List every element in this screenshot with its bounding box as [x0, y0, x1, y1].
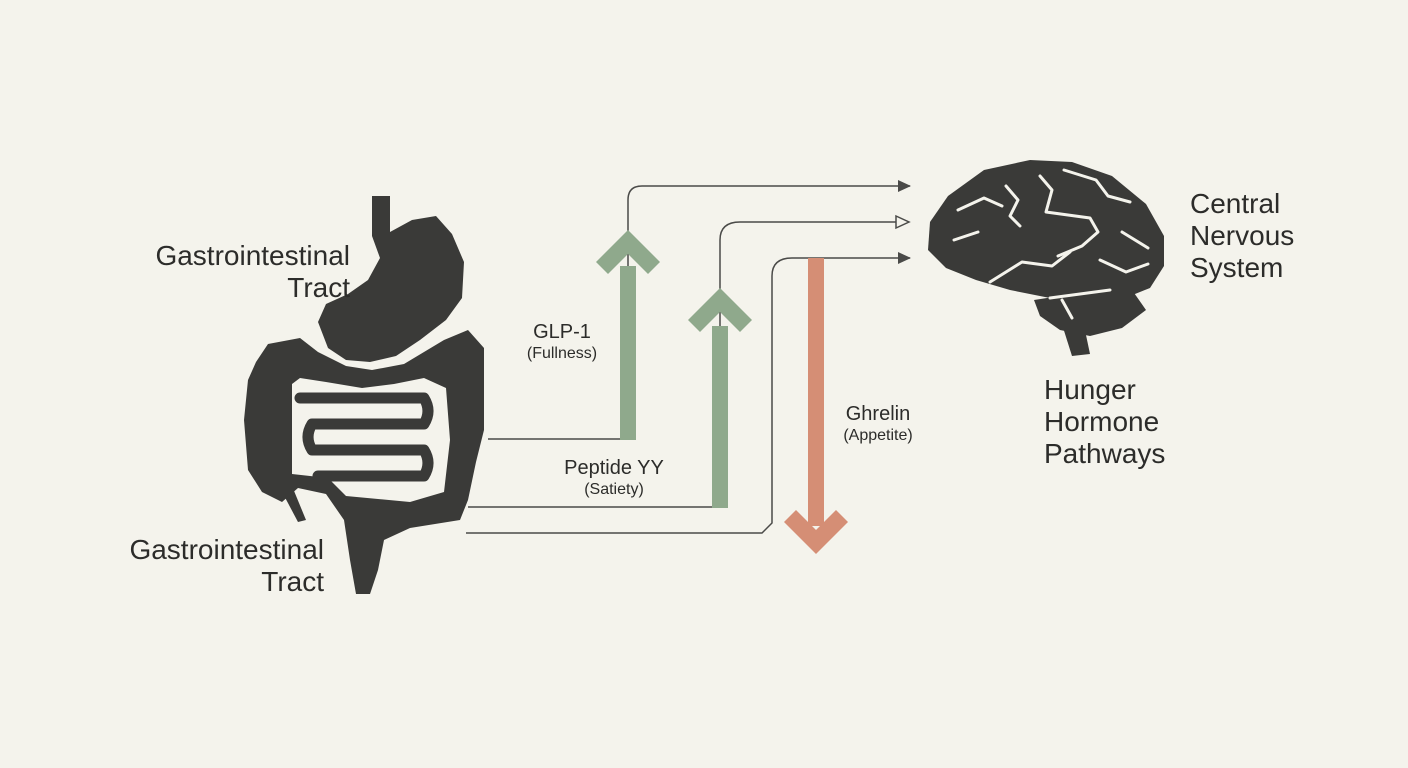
stomach-shape: [318, 196, 464, 362]
glp1-effect: (Fullness): [526, 345, 598, 362]
glp1-name: GLP-1: [533, 321, 591, 343]
brain-icon: [928, 160, 1164, 356]
ghrelin-signal-line: [466, 252, 911, 534]
appendix-shape: [280, 486, 306, 522]
ghrelin-down-arrow: [784, 258, 848, 554]
pathways-label: Hunger Hormone Pathways: [1044, 374, 1166, 469]
pyy-name: Peptide YY: [564, 457, 664, 479]
ghrelin-effect: (Appetite): [843, 427, 913, 444]
cns-label: Central Nervous System: [1190, 188, 1295, 283]
glp1-up-arrow: [596, 230, 660, 440]
brain-cerebrum: [928, 160, 1164, 302]
pyy-effect: (Satiety): [584, 481, 644, 498]
digestive-system-icon: [244, 196, 484, 594]
ghrelin-name: Ghrelin: [845, 403, 911, 425]
gi-tract-label-top: Gastrointestinal Tract: [155, 240, 350, 303]
colon-shape: [244, 330, 484, 594]
pyy-up-arrow: [688, 288, 752, 508]
ghrelin-label: Ghrelin (Appetite): [822, 402, 934, 446]
brain-folds: [952, 168, 1150, 320]
small-intestine-coils: [294, 392, 434, 482]
glp1-label: GLP-1 (Fullness): [502, 320, 622, 364]
gi-tract-label-bottom: Gastrointestinal Tract: [129, 534, 324, 597]
pyy-label: Peptide YY (Satiety): [534, 456, 694, 500]
brain-stem: [1060, 316, 1090, 356]
